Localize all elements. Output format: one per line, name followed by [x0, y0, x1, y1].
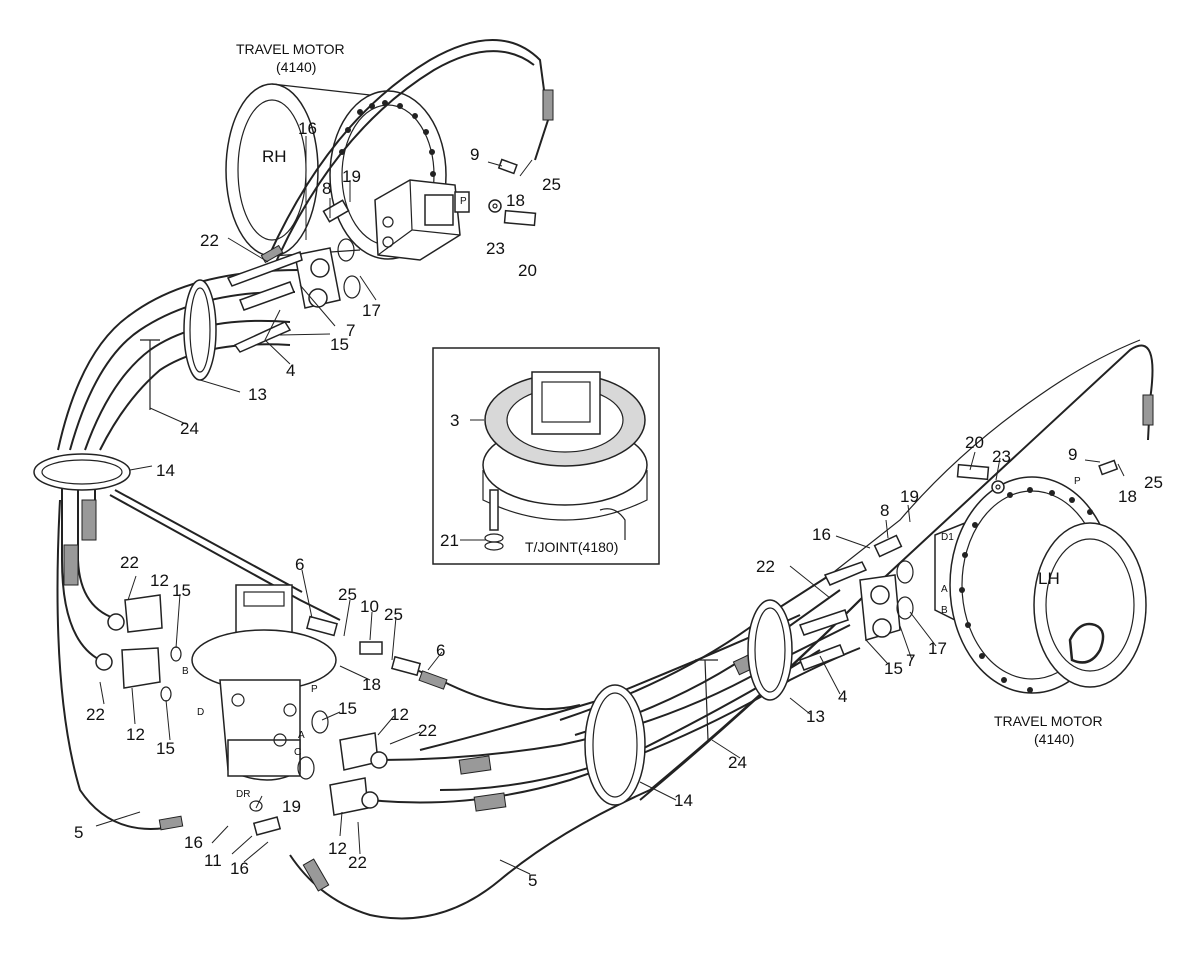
- swivel-joint: D A C P B DR: [182, 584, 337, 800]
- callout-25: 25: [384, 605, 403, 624]
- callout-17: 17: [928, 639, 947, 658]
- callout-12: 12: [390, 705, 409, 724]
- swivel-port-p: P: [311, 684, 318, 695]
- tjoint-inset: T/JOINT(4180): [432, 347, 660, 565]
- callout-9: 9: [470, 145, 479, 164]
- travel-motor-rh: TRAVEL MOTOR (4140) RH: [225, 41, 470, 261]
- callout-5: 5: [74, 823, 83, 842]
- callout-22: 22: [200, 231, 219, 250]
- callout-25: 25: [338, 585, 357, 604]
- callout-19: 19: [900, 487, 919, 506]
- callout-19: 19: [282, 797, 301, 816]
- callout-15: 15: [330, 335, 349, 354]
- callout-7: 7: [906, 651, 915, 670]
- callout-18: 18: [506, 191, 525, 210]
- fittings: [95, 158, 1119, 836]
- callout-16: 16: [298, 119, 317, 138]
- callout-20: 20: [965, 433, 984, 452]
- port-p-rh: P: [460, 196, 467, 207]
- callout-10: 10: [360, 597, 379, 616]
- hose-clamps: [33, 279, 793, 806]
- callout-16: 16: [230, 859, 249, 878]
- callout-17: 17: [362, 301, 381, 320]
- motor-lh-port-d1: D1: [941, 532, 954, 543]
- callout-15: 15: [884, 659, 903, 678]
- callout-13: 13: [806, 707, 825, 726]
- swivel-port-dr: DR: [236, 789, 250, 800]
- callout-23: 23: [992, 447, 1011, 466]
- callout-7: 7: [346, 321, 355, 340]
- motor-lh-bolt-ring: [959, 487, 1093, 693]
- motor-rh-title: TRAVEL MOTOR: [236, 41, 345, 57]
- callout-19: 19: [342, 167, 361, 186]
- motor-rh-code: (4140): [276, 59, 316, 75]
- swivel-port-a: A: [298, 730, 305, 741]
- callout-23: 23: [486, 239, 505, 258]
- callout-21: 21: [440, 531, 459, 550]
- braided-sleeves: [63, 89, 1154, 892]
- callout-16: 16: [812, 525, 831, 544]
- callout-6: 6: [436, 641, 445, 660]
- callout-25: 25: [542, 175, 561, 194]
- callout-22: 22: [86, 705, 105, 724]
- travel-motor-lh: TRAVEL MOTOR (4140) LH D1 A B: [934, 476, 1147, 747]
- leader-lines: [95, 136, 1125, 875]
- motor-lh-title: TRAVEL MOTOR: [994, 713, 1103, 729]
- callout-22: 22: [418, 721, 437, 740]
- callout-15: 15: [156, 739, 175, 758]
- callout-11: 11: [204, 851, 222, 870]
- callout-8: 8: [322, 179, 331, 198]
- callout-15: 15: [338, 699, 357, 718]
- callout-24: 24: [180, 419, 199, 438]
- motor-rh-side-label: RH: [262, 147, 287, 166]
- swivel-port-d: D: [197, 707, 204, 718]
- callout-13: 13: [248, 385, 267, 404]
- callout-9: 9: [1068, 445, 1077, 464]
- callout-15: 15: [172, 581, 191, 600]
- callout-labels: 16 8 19 22 9 25 18 23 20 17 7 15 4 13 24…: [74, 119, 1163, 890]
- callout-4: 4: [286, 361, 295, 380]
- callout-25: 25: [1144, 473, 1163, 492]
- callout-16: 16: [184, 833, 203, 852]
- callout-14: 14: [674, 791, 693, 810]
- port-p-lh: P: [1074, 476, 1081, 487]
- callout-12: 12: [126, 725, 145, 744]
- callout-8: 8: [880, 501, 889, 520]
- callout-4: 4: [838, 687, 847, 706]
- callout-12: 12: [328, 839, 347, 858]
- swivel-port-c: C: [294, 747, 301, 758]
- callout-3: 3: [450, 411, 459, 430]
- callout-18: 18: [362, 675, 381, 694]
- callout-22: 22: [348, 853, 367, 872]
- hose-bundle: [56, 39, 1154, 920]
- motor-lh-port-a: A: [941, 584, 948, 595]
- tjoint-caption: T/JOINT(4180): [525, 539, 618, 555]
- callout-18: 18: [1118, 487, 1137, 506]
- callout-20: 20: [518, 261, 537, 280]
- callout-22: 22: [120, 553, 139, 572]
- swivel-port-b: B: [182, 666, 189, 677]
- motor-lh-port-b: B: [941, 605, 948, 616]
- motor-lh-code: (4140): [1034, 731, 1074, 747]
- callout-12: 12: [150, 571, 169, 590]
- callout-24: 24: [728, 753, 747, 772]
- callout-14: 14: [156, 461, 175, 480]
- callout-5: 5: [528, 871, 537, 890]
- callout-22: 22: [756, 557, 775, 576]
- motor-lh-side-label: LH: [1038, 569, 1060, 588]
- callout-6: 6: [295, 555, 304, 574]
